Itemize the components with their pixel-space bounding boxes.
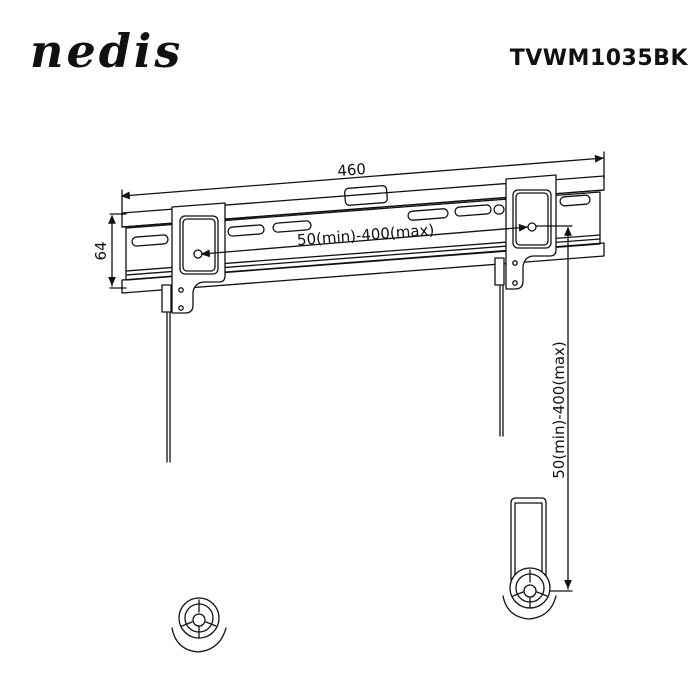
width-dimension [120,151,605,216]
safety-cords [166,285,504,463]
model-number: TVWM1035BK [509,46,688,71]
right-tv-bracket [494,174,557,290]
height-label: 64 [92,241,110,260]
horizontal-vesa-label: 50(min)-400(max) [296,221,434,249]
vertical-vesa-label: 50(min)-400(max) [550,341,568,479]
left-tv-bracket [161,202,226,314]
spacer-left [171,597,227,653]
spacer-right-with-strap [502,497,557,620]
height-dimension [108,213,127,289]
horizontal-vesa-dimension [200,223,529,258]
width-label: 460 [337,160,367,180]
nedis-logo: nedis [30,24,184,78]
